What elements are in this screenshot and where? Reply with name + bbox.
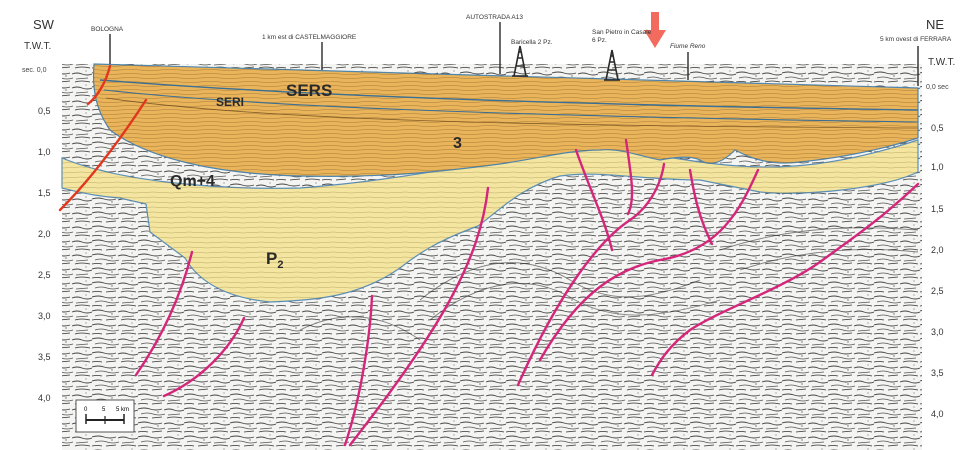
tick-left-1-5: 1,5 [38,189,51,198]
location-well-1: Baricella 2 Pz. [511,40,553,47]
location-ferrara: 5 km ovest di FERRARA [880,37,951,44]
location-bologna: BOLOGNA [91,27,123,34]
unit-label-qm4: Qm+4 [170,173,215,190]
orientation-ne: NE [926,18,944,31]
unit-label-p2-base: P [266,249,277,268]
tick-left-4-0: 4,0 [38,394,51,403]
location-autostrada: AUTOSTRADA A13 [466,15,523,22]
scale-bar: 0 5 5 km [76,400,134,432]
tick-right-3-0: 3,0 [931,328,944,337]
tick-right-3-5: 3,5 [931,369,944,378]
axis-unit-left: sec. 0,0 [22,67,47,74]
location-well-2-text: San Pietro in Casale 6 Pz. [592,29,651,44]
tick-right-1-0: 1,0 [931,163,944,172]
tick-left-0-5: 0,5 [38,107,51,116]
unit-label-p2-sub: 2 [277,259,283,271]
tick-left-1-0: 1,0 [38,148,51,157]
axis-title-right: T.W.T. [928,58,955,68]
axis-unit-right: 0,0 sec [926,84,949,91]
tick-left-3-0: 3,0 [38,312,51,321]
location-river: Fiume Reno [670,44,705,51]
tick-right-2-5: 2,5 [931,287,944,296]
tick-right-1-5: 1,5 [931,205,944,214]
tick-right-4-0: 4,0 [931,410,944,419]
tick-left-2-0: 2,0 [38,230,51,239]
unit-label-3: 3 [453,135,462,152]
unit-label-sers: SERS [286,81,332,100]
orientation-sw: SW [33,18,54,31]
location-castelmaggiore: 1 km est di CASTELMAGGIORE [262,35,356,42]
scale-label-km: 5 km [116,407,129,413]
unit-label-seri: SERI [216,95,244,109]
tick-right-0-5: 0,5 [931,124,944,133]
axis-title-left: T.W.T. [24,42,51,52]
tick-left-2-5: 2,5 [38,271,51,280]
location-well-2: San Pietro in Casale 6 Pz. [592,29,652,45]
tick-right-2-0: 2,0 [931,246,944,255]
tick-left-3-5: 3,5 [38,353,51,362]
